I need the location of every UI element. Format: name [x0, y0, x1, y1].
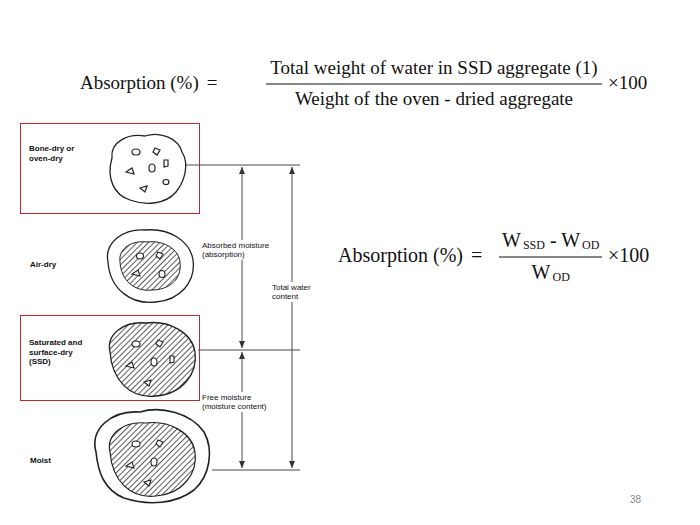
state-label: Saturated and surface-dry (SSD)	[29, 338, 87, 367]
aggregate-particle	[109, 423, 195, 497]
pores	[126, 340, 174, 386]
pores	[126, 148, 169, 192]
formula-term: Absorption (%)	[80, 72, 199, 94]
formula-factor: ×100	[608, 72, 647, 94]
formula-symbol: W	[532, 261, 551, 284]
aggregate-particle	[109, 323, 195, 397]
state-label: Air-dry	[30, 260, 56, 269]
formula-operator: =	[471, 244, 482, 267]
dimension-lines	[186, 165, 300, 470]
fraction-bar	[499, 256, 602, 257]
subscript: OD	[582, 239, 599, 253]
formula-operator: =	[207, 72, 218, 94]
aggregate-particle	[107, 230, 193, 303]
state-label: Moist	[30, 456, 51, 465]
dimension-label: Total water content	[270, 282, 320, 302]
formula-factor: ×100	[608, 244, 649, 267]
saturated-core	[120, 242, 180, 291]
water-film	[95, 410, 210, 503]
ssd-state-box: Saturated and surface-dry (SSD)	[20, 315, 200, 401]
page-number: 38	[630, 494, 641, 506]
dimension-label: Free moisture (moisture content)	[200, 392, 276, 412]
fraction-bar	[266, 83, 602, 84]
dimension-label: Absorbed moisture (absorption)	[200, 240, 274, 260]
formula-term: Absorption (%)	[338, 244, 463, 267]
subscript: SSD	[523, 239, 545, 253]
pores	[132, 252, 165, 278]
formula-symbol: - W	[550, 229, 580, 252]
formula-denominator: Weight of the oven - dried aggregate	[258, 88, 610, 110]
state-label: Bone-dry or oven-dry	[29, 144, 83, 163]
formula-numerator: Total weight of water in SSD aggregate (…	[258, 57, 610, 79]
oven-dry-state-box: Bone-dry or oven-dry	[20, 123, 200, 214]
formula-symbol: W	[502, 229, 521, 252]
aggregate-particle	[110, 134, 186, 203]
subscript: OD	[552, 271, 569, 285]
pores	[126, 440, 163, 486]
